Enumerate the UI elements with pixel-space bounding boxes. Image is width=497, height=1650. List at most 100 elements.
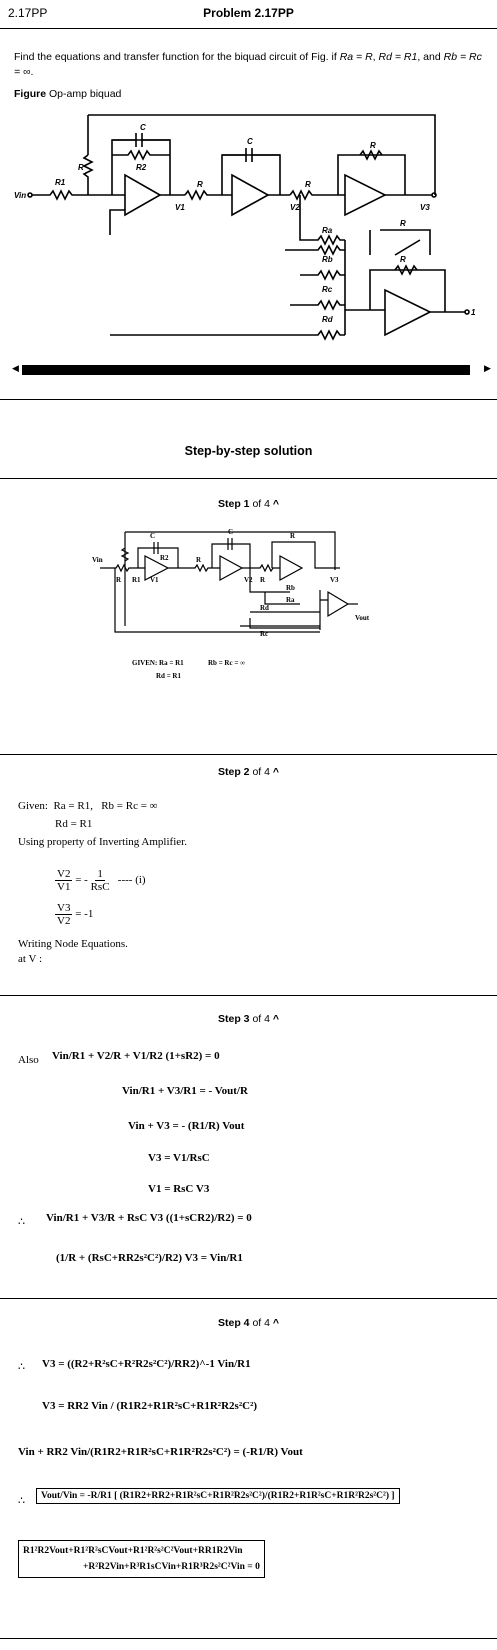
step-3-header[interactable]: Step 3 of 4 ^ [0,1013,497,1025]
divider [0,754,497,755]
step-2-header[interactable]: Step 2 of 4 ^ [0,766,497,778]
resistor-r-mid [184,189,232,201]
figure-label: Figure [14,88,47,100]
vin-terminal [27,192,33,198]
step-4-header[interactable]: Step 4 of 4 ^ [0,1317,497,1329]
s1-cap-2 [211,538,251,568]
cond-rd: Rd = R1 [378,51,418,63]
horizontal-scrollbar[interactable] [22,365,470,375]
s1-opamp-3 [279,554,304,582]
step-2-num: 2 [243,766,250,778]
step1-schematic: Vin R C R2 R1 V1 R C V2 R R V3 Rb Ra Rd … [92,528,370,680]
s1-resistor-r3 [242,563,280,573]
s2-eq1-pre: = - [75,874,88,887]
s1-lbl-r: R [116,576,122,584]
lbl-r2: R2 [136,163,147,172]
cond-ra: Ra = R [339,51,373,63]
s4-therefore-2: ∴ [18,1495,25,1507]
s2-eq1-ln: V2 [55,868,73,881]
s1-lbl-rb: Rb [286,584,295,592]
step-1-label: Step [217,498,241,510]
s1-lbl-rc: Rc [260,630,268,638]
feedback-2 [221,154,281,195]
divider [0,399,497,400]
s1-lbl-rd: Rd [260,604,269,612]
divider [0,1298,497,1299]
ground-1 [109,209,125,235]
s2-node: Writing Node Equations. [18,938,128,950]
resistor-r5 [394,264,418,276]
lbl-r-mid: R [197,180,203,189]
s1-lbl-ra: Ra [286,596,295,604]
extra-feedback [369,229,431,256]
step-4-label: Step [217,1317,241,1329]
s1-lbl-rmid: R [196,556,202,564]
opamp-4 [384,288,432,337]
resistor-ra [299,195,345,246]
s1-lbl-v3: V3 [330,576,339,584]
header-id: 2.17PP [8,6,48,20]
step-1-num: 1 [243,498,250,510]
s1-lbl-r1: R1 [132,576,141,584]
s3-also: Also [18,1054,39,1066]
s4-final-box: R1²R2Vout+R1²R²sCVout+R1²R²s²C²Vout+RR1R… [18,1540,265,1578]
s1-resistor-r1 [100,563,145,573]
lbl-c2: C [247,137,253,146]
lbl-ra: Ra [322,226,333,235]
s1-sum-node [319,590,328,630]
s2-eq2-ln: V3 [55,902,73,915]
scroll-left-icon[interactable]: ◀ [12,363,19,373]
lbl-rc: Rc [322,285,333,294]
s2-eq1-rd: RsC [90,881,110,893]
collapse-caret-icon[interactable]: ^ [272,1013,280,1025]
s1-lbl-r2: R2 [160,554,169,562]
cond-rb: Rb = Rc = ∞ [14,51,482,78]
resistor-r-left [82,154,94,195]
s2-given-line: Given: Ra = R1, Rb = Rc = ∞ [18,800,158,812]
s3-l7: (1/R + (RsC+RR2s²C²)/R2) V3 = Vin/R1 [56,1252,243,1264]
step-1-of: of 4 [252,498,270,510]
capacitor-c2 [222,148,280,162]
feedback-1 [111,139,171,195]
figure-caption: Figure Op-amp biquad [14,88,121,100]
lbl-r5: R [400,255,406,264]
s2-g2: Rb = Rc = ∞ [101,800,158,812]
divider [0,478,497,479]
collapse-caret-icon[interactable]: ^ [272,498,280,510]
top-feedback-wire [88,114,436,195]
s2-property: Using property of Inverting Amplifier. [18,836,187,848]
s2-eq2-ld: V2 [57,915,71,927]
capacitor-c1 [112,133,170,147]
resistor-r3 [289,189,345,201]
resistor-rc [300,269,345,281]
header-title: Problem 2.17PP [203,6,294,20]
collapse-caret-icon[interactable]: ^ [272,1317,280,1329]
feedback-4 [369,269,446,312]
problem-text: Find the equations and transfer function… [14,51,340,63]
lbl-out: 1 [471,308,476,317]
s1-lbl-c2: C [228,528,233,536]
problem-end: . [30,66,34,78]
sep2: , and [417,51,444,63]
s4-l4: Vout/Vin = -R/R1 [ (R1R2+RR2+R1R²sC+R1R²… [36,1488,400,1504]
resistor-r4 [359,149,383,161]
s1-lbl-v1: V1 [150,576,159,584]
step-4-num: 4 [243,1317,250,1329]
s1-opamp-1 [144,555,170,581]
s1-bottom-wires [114,568,320,633]
s4-l5b: +R²R2Vin+R³R1sCVin+R1R³R2s²C²Vin = 0 [83,1562,260,1572]
scroll-right-icon[interactable]: ▶ [484,363,491,373]
lbl-c1: C [140,123,146,132]
step-1-header[interactable]: Step 1 of 4 ^ [0,498,497,510]
solution-title: Step-by-step solution [184,444,313,458]
step-3-of: of 4 [252,1013,270,1025]
s1-resistor-rmid [168,563,220,573]
s3-l1: Vin/R1 + V2/R + V1/R2 (1+sR2) = 0 [52,1050,220,1062]
lbl-rd: Rd [322,315,334,324]
s3-l6: Vin/R1 + V3/R + RsC V3 ((1+sCR2)/R2) = 0 [46,1212,252,1224]
divider [0,1638,497,1639]
collapse-caret-icon[interactable]: ^ [272,766,280,778]
v3-terminal [431,192,437,198]
resistor-rb [285,244,345,256]
